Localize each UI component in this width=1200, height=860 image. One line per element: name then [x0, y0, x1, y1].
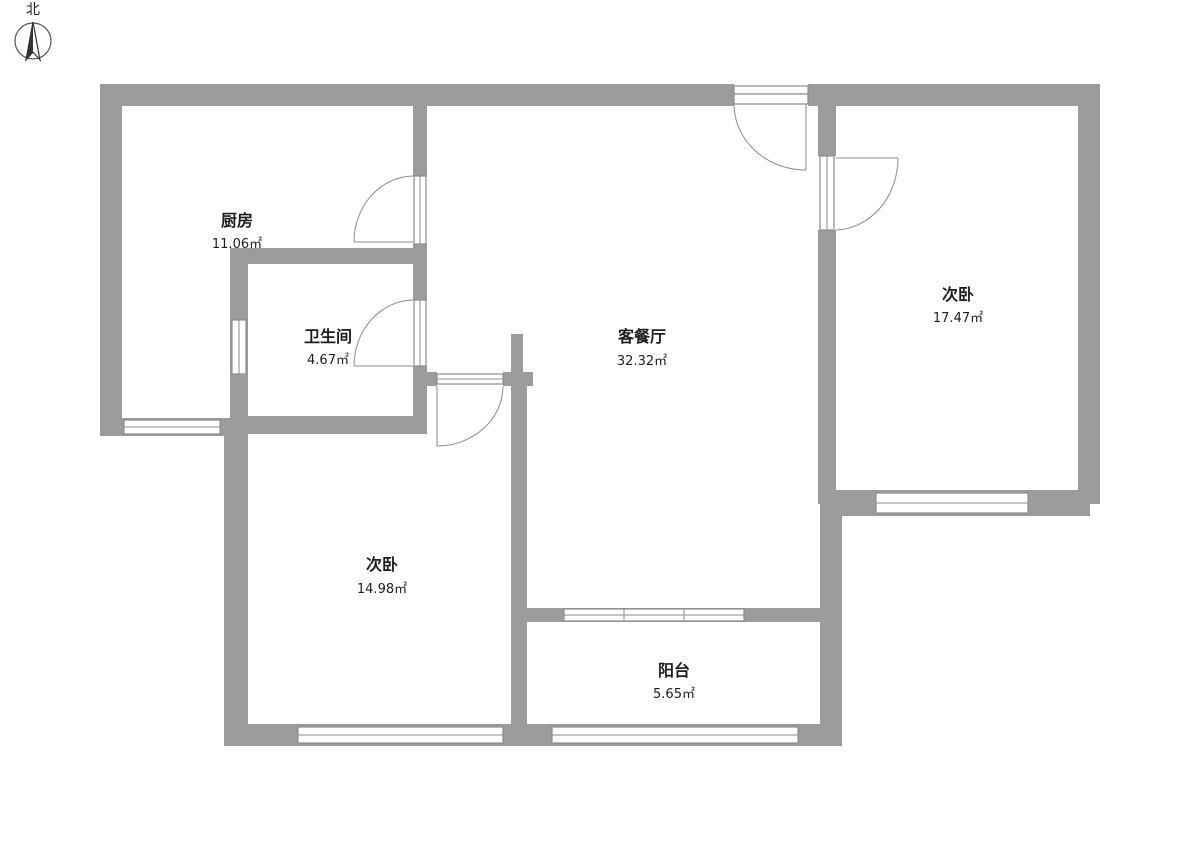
- door-bed1: [818, 155, 899, 231]
- room-name-bedroom-east: 次卧: [942, 285, 974, 304]
- compass-needle-fill: [26, 22, 33, 60]
- door-bed2: [436, 372, 504, 447]
- wall-bath-top: [230, 248, 425, 264]
- north-label: 北: [26, 2, 40, 18]
- room-area-kitchen: 11.06㎡: [212, 237, 262, 252]
- room-area-bedroom-east: 17.47㎡: [933, 311, 983, 326]
- door-entrance: [733, 84, 809, 171]
- wall-bed2-left: [224, 424, 248, 746]
- room-area-bathroom: 4.67㎡: [307, 353, 349, 368]
- room-area-living-dining: 32.32㎡: [617, 354, 667, 369]
- room-name-kitchen: 厨房: [221, 211, 253, 230]
- sliding-door-balcony: [563, 608, 745, 622]
- window-balcony: [551, 726, 799, 744]
- window-bed2: [297, 726, 504, 744]
- window-bath: [231, 319, 247, 375]
- door-bath: [353, 299, 427, 367]
- window-bed1: [875, 492, 1029, 514]
- room-name-balcony: 阳台: [658, 661, 690, 680]
- wall-bed1-right: [1078, 84, 1100, 504]
- wall-kitchen-left: [100, 84, 122, 436]
- room-name-bathroom: 卫生间: [304, 327, 352, 346]
- room-name-living-dining: 客餐厅: [618, 327, 666, 346]
- wall-bath-bottom: [230, 416, 426, 434]
- room-area-bedroom-west: 14.98㎡: [357, 582, 407, 597]
- window-kitchen: [123, 419, 221, 435]
- walls: [100, 84, 1100, 746]
- wall-living-right: [818, 84, 836, 504]
- room-name-bedroom-west: 次卧: [366, 555, 398, 574]
- wall-balcony-right: [820, 490, 842, 746]
- north-compass: 北: [14, 2, 52, 63]
- wall-stub-top: [511, 334, 523, 374]
- wall-kitchen-top: [100, 84, 422, 106]
- door-kitchen: [353, 175, 427, 245]
- room-labels: 厨房 11.06㎡ 卫生间 4.67㎡ 客餐厅 32.32㎡ 次卧 17.47㎡…: [212, 211, 983, 702]
- doors: [353, 84, 899, 447]
- windows: [123, 319, 1029, 744]
- wall-bed2-right: [511, 372, 527, 746]
- room-area-balcony: 5.65㎡: [653, 687, 695, 702]
